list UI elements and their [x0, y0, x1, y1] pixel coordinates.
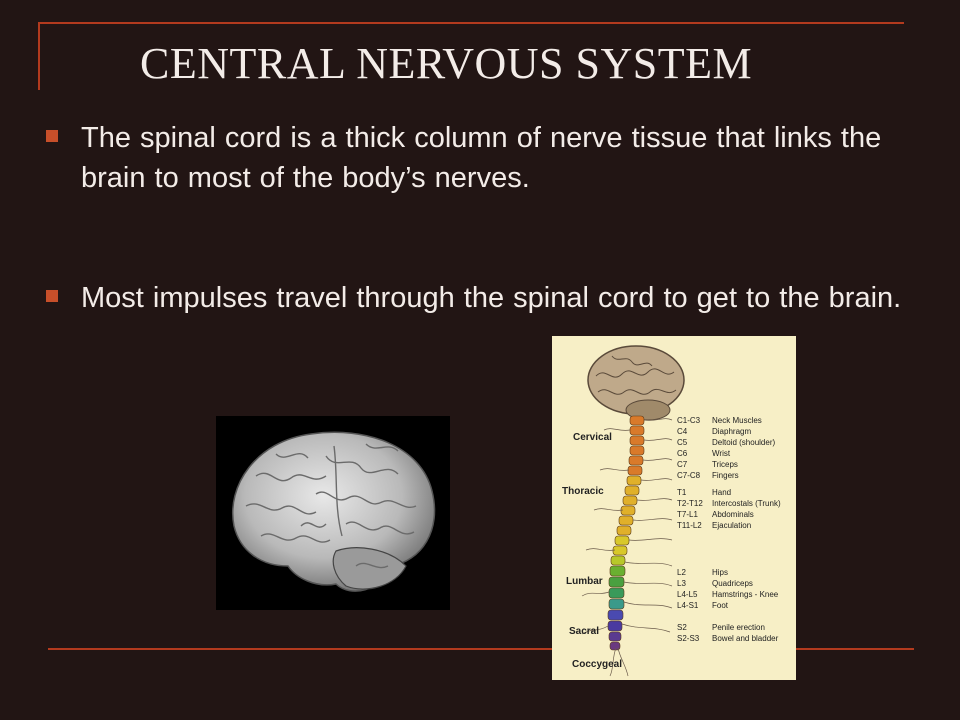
- nerve-function: Foot: [712, 601, 729, 610]
- nerve-segment: C6: [677, 449, 688, 458]
- spinal-cord-icon: [581, 345, 685, 677]
- nerve-segment: C1-C3: [677, 416, 701, 425]
- nerve-segment: C4: [677, 427, 688, 436]
- bullet-text: Most impulses travel through the spinal …: [81, 282, 902, 314]
- nerve-segment: L4-S1: [677, 601, 699, 610]
- nerve-function: Fingers: [712, 471, 739, 480]
- nerve-segment: L4-L5: [677, 590, 698, 599]
- nerve-function: Bowel and bladder: [712, 634, 779, 643]
- bullet-item: Most impulses travel through the spinal …: [46, 278, 926, 318]
- nerve-segment: S2: [677, 623, 687, 632]
- bullet-square-icon: [46, 130, 58, 142]
- nerve-function: Triceps: [712, 460, 738, 469]
- nerve-segment: T2-T12: [677, 499, 703, 508]
- nerve-function: Hand: [712, 488, 732, 497]
- bullet-text: The spinal cord is a thick column of ner…: [81, 122, 882, 194]
- nerve-function: Neck Muscles: [712, 416, 762, 425]
- nerve-segment: T7-L1: [677, 510, 698, 519]
- nerve-segment: C7: [677, 460, 688, 469]
- nerve-function: Deltoid (shoulder): [712, 438, 776, 447]
- region-label-thoracic: Thoracic: [562, 486, 604, 497]
- nerve-function: Hips: [712, 568, 729, 577]
- region-label-lumbar: Lumbar: [566, 576, 603, 587]
- nerve-function: Diaphragm: [712, 427, 752, 436]
- nerve-function: Hamstrings - Knee: [712, 590, 779, 599]
- top-rule: [40, 22, 904, 24]
- region-label-cervical: Cervical: [573, 432, 612, 443]
- nerve-function: Ejaculation: [712, 521, 752, 530]
- nerve-segment: S2-S3: [677, 634, 700, 643]
- bottom-rule-left: [48, 648, 558, 650]
- region-label-coccygeal: Coccygeal: [572, 659, 623, 670]
- nerve-segment: T1: [677, 488, 687, 497]
- nerve-function: Intercostals (Trunk): [712, 499, 781, 508]
- spinal-cord-diagram: Cervical Thoracic Lumbar Sacral Coccygea…: [552, 336, 796, 680]
- brain-icon: [232, 431, 436, 592]
- nerve-segment: C5: [677, 438, 688, 447]
- slide-title: CENTRAL NERVOUS SYSTEM: [140, 39, 753, 88]
- region-label-sacral: Sacral: [569, 626, 600, 637]
- nerve-segment: L3: [677, 579, 686, 588]
- brain-image: [216, 416, 450, 610]
- nerve-function: Abdominals: [712, 510, 754, 519]
- bullet-item: The spinal cord is a thick column of ner…: [46, 118, 926, 198]
- left-rule: [38, 22, 40, 90]
- nerve-segment: C7-C8: [677, 471, 701, 480]
- nerve-function: Quadriceps: [712, 579, 753, 588]
- nerve-segment: L2: [677, 568, 686, 577]
- bottom-rule-right: [796, 648, 914, 650]
- nerve-function: Penile erection: [712, 623, 765, 632]
- nerve-segment: T11-L2: [677, 521, 702, 530]
- nerve-function: Wrist: [712, 449, 731, 458]
- bullet-square-icon: [46, 290, 58, 302]
